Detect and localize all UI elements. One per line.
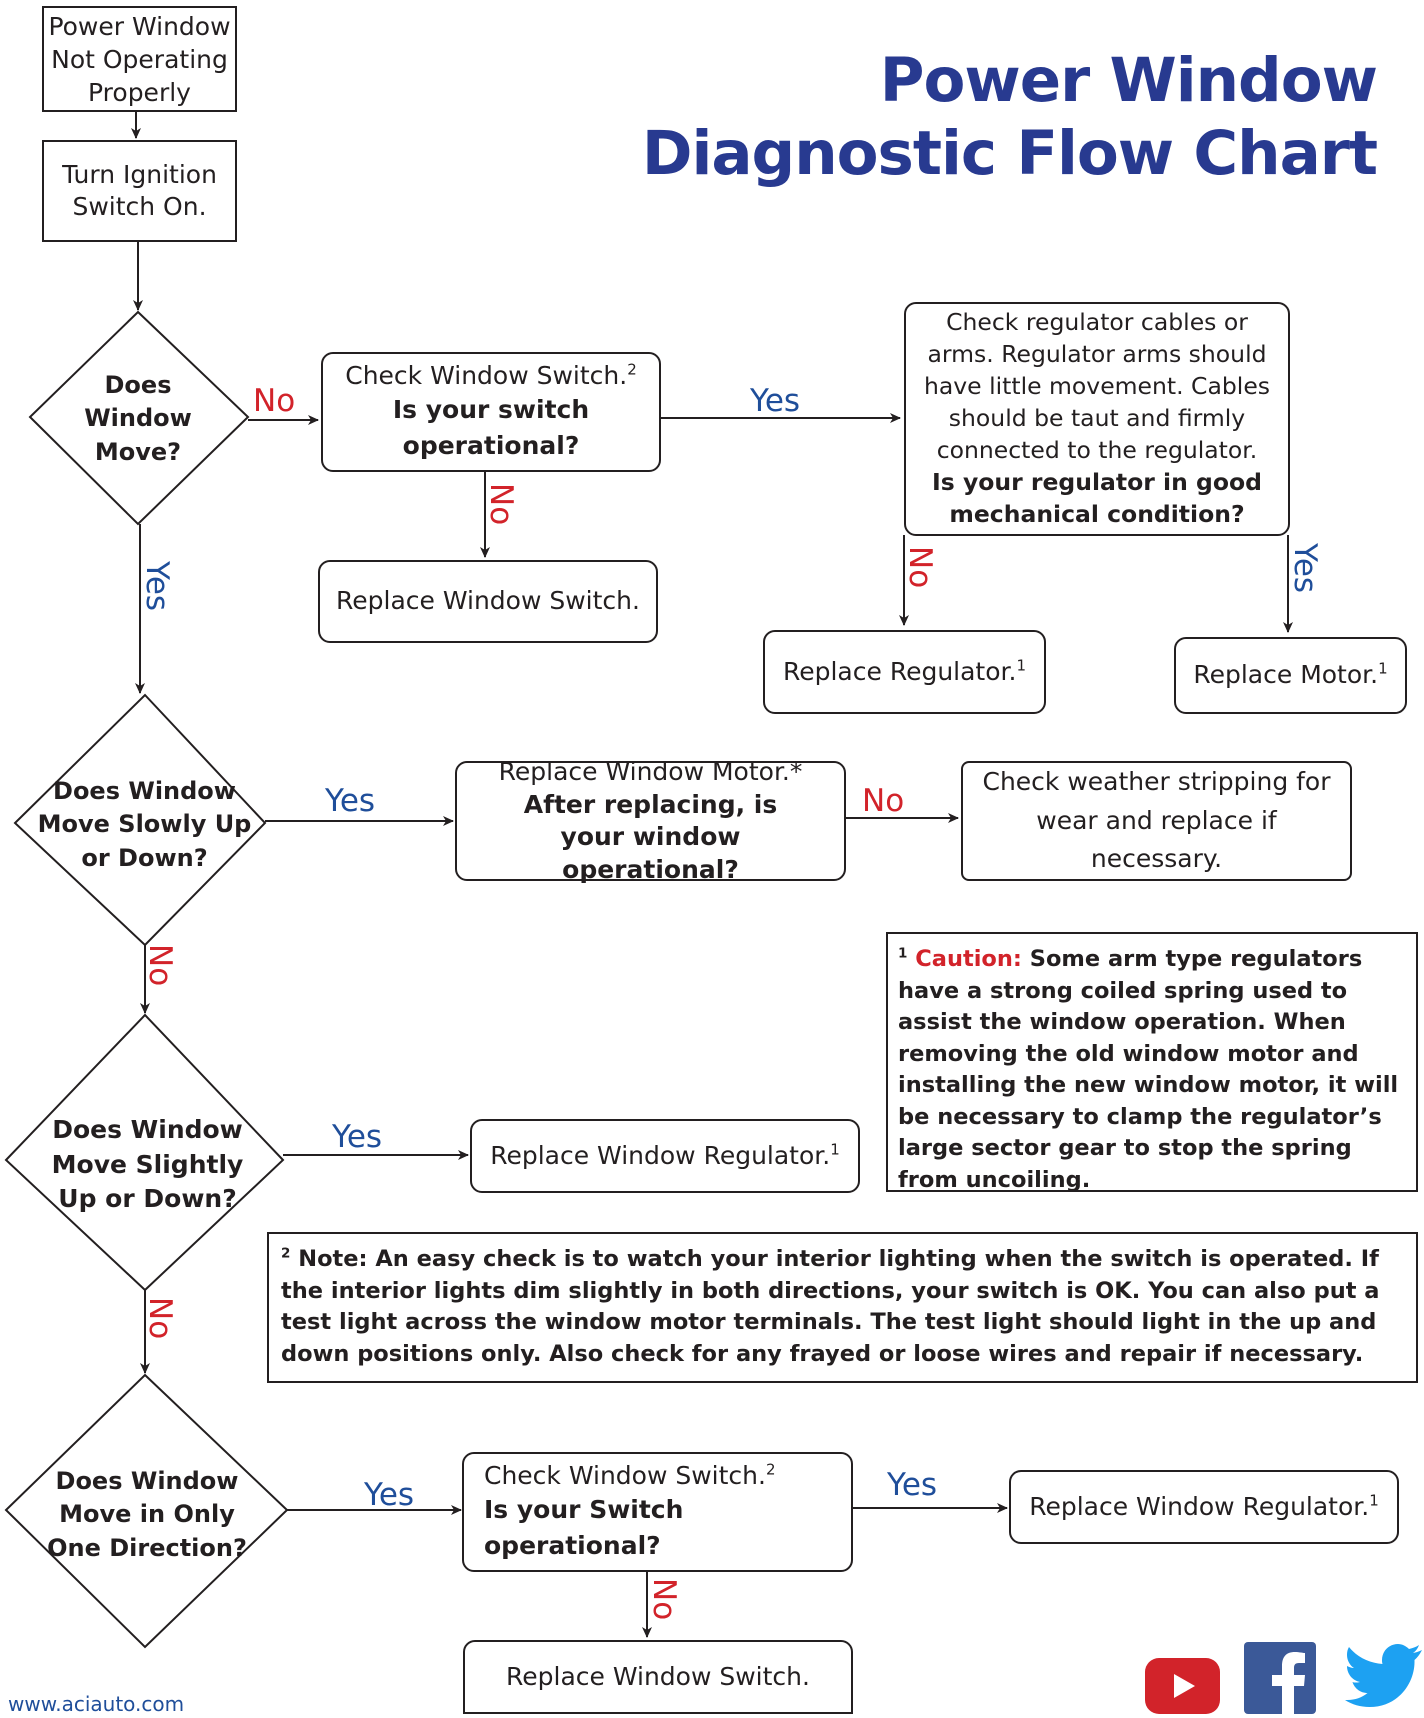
- q-move-slowly: Does Window Move Slowly Up or Down?: [37, 775, 252, 875]
- no-label-slowly: No: [142, 944, 178, 987]
- replace-regulator-text: Replace Regulator.: [782, 656, 1017, 686]
- q-does-window-move: Does Window Move?: [64, 360, 212, 478]
- no-label-switch-2: No: [646, 1578, 682, 1621]
- yes-label-move: Yes: [139, 561, 175, 612]
- replace-switch-1-text: Replace Window Switch.: [336, 586, 640, 616]
- check-switch-2-sup: 2: [765, 1460, 776, 1479]
- weather-strip-box: Check weather stripping for wear and rep…: [961, 761, 1352, 881]
- replace-switch-2-text: Replace Window Switch.: [506, 1661, 810, 1691]
- switch-note: 2 Note: An easy check is to watch your i…: [267, 1232, 1418, 1383]
- title-line-2: Diagnostic Flow Chart: [641, 118, 1378, 190]
- replace-motor-box: Replace Motor.1: [1174, 637, 1407, 714]
- yes-label-regulator: Yes: [1287, 543, 1323, 594]
- facebook-icon[interactable]: [1244, 1642, 1316, 1714]
- check-switch-box-1: Check Window Switch.2 Is your switch ope…: [321, 352, 661, 472]
- q-one-direction: Does Window Move in Only One Direction?: [42, 1458, 252, 1572]
- yes-label-switch-2: Yes: [887, 1467, 938, 1503]
- q-one-direction-text: Does Window Move in Only One Direction?: [47, 1467, 247, 1562]
- replace-window-regulator-box-1: Replace Window Regulator.1: [470, 1119, 860, 1193]
- page-title: Power Window Diagnostic Flow Chart: [641, 44, 1378, 190]
- ignition-node-text: Turn Ignition Switch On.: [62, 159, 217, 222]
- no-label-regulator: No: [902, 546, 938, 589]
- switch-note-number: 2: [281, 1245, 291, 1262]
- diamond-does-window-move: [28, 310, 250, 526]
- check-switch-2-question: Is your Switch operational?: [484, 1495, 684, 1561]
- ignition-node: Turn Ignition Switch On.: [42, 140, 237, 242]
- replace-motor-sup: 1: [1378, 659, 1388, 678]
- diamond-one-direction: [4, 1373, 289, 1649]
- caution-text: Some arm type regulators have a strong c…: [898, 946, 1399, 1193]
- replace-window-regulator-box-2: Replace Window Regulator.1: [1009, 1470, 1399, 1544]
- check-switch-2-line: Check Window Switch.: [484, 1460, 766, 1490]
- replace-regulator-box: Replace Regulator.1: [763, 630, 1046, 714]
- q-move-slightly-text: Does Window Move Slightly Up or Down?: [51, 1115, 244, 1214]
- yes-label-one-direction: Yes: [364, 1477, 415, 1513]
- no-label-switch: No: [483, 483, 519, 526]
- check-regulator-box: Check regulator cables or arms. Regulato…: [904, 302, 1290, 536]
- title-line-1: Power Window: [879, 45, 1378, 116]
- start-node-text: Power Window Not Operating Properly: [48, 11, 231, 107]
- start-node: Power Window Not Operating Properly: [42, 6, 237, 112]
- check-regulator-text: Check regulator cables or arms. Regulato…: [923, 308, 1271, 464]
- footer-url[interactable]: www.aciauto.com: [8, 1692, 185, 1716]
- caution-note: 1 Caution: Some arm type regulators have…: [886, 932, 1418, 1193]
- replace-motor-check-box: Replace Window Motor.* After replacing, …: [455, 757, 846, 884]
- replace-window-regulator-2-text: Replace Window Regulator.: [1029, 1491, 1370, 1521]
- yes-label-switch-ok: Yes: [750, 383, 801, 419]
- replace-switch-box-1: Replace Window Switch.: [318, 560, 658, 643]
- q-move-slightly: Does Window Move Slightly Up or Down?: [30, 1108, 265, 1222]
- check-switch-1-sup: 2: [627, 360, 637, 379]
- check-regulator-question: Is your regulator in good mechanical con…: [932, 467, 1262, 528]
- replace-motor-check-line: Replace Window Motor.*: [498, 757, 803, 786]
- replace-window-regulator-1-text: Replace Window Regulator.: [490, 1140, 831, 1170]
- switch-note-text: Note: An easy check is to watch your int…: [281, 1246, 1380, 1367]
- q-move-slowly-text: Does Window Move Slowly Up or Down?: [37, 777, 252, 872]
- replace-motor-text: Replace Motor.: [1193, 660, 1379, 690]
- replace-window-regulator-2-sup: 1: [1369, 1491, 1379, 1510]
- q-does-window-move-text: Does Window Move?: [84, 371, 192, 466]
- caution-label: Caution:: [915, 946, 1022, 972]
- youtube-icon[interactable]: [1145, 1654, 1220, 1714]
- replace-motor-check-question: After replacing, is your window operatio…: [523, 789, 778, 884]
- no-label-move: No: [253, 383, 296, 419]
- replace-regulator-sup: 1: [1016, 656, 1027, 675]
- check-switch-1-line: Check Window Switch.: [345, 360, 628, 390]
- no-label-motor: No: [862, 783, 905, 819]
- weather-strip-text: Check weather stripping for wear and rep…: [982, 766, 1331, 874]
- caution-note-number: 1: [898, 945, 908, 962]
- check-switch-1-question: Is your switch operational?: [392, 395, 590, 461]
- check-switch-box-2: Check Window Switch.2 Is your Switch ope…: [462, 1452, 853, 1572]
- yes-label-slightly: Yes: [332, 1119, 383, 1155]
- replace-switch-box-2: Replace Window Switch.: [463, 1640, 853, 1714]
- twitter-icon[interactable]: [1345, 1640, 1424, 1714]
- yes-label-slowly: Yes: [325, 783, 376, 819]
- replace-window-regulator-1-sup: 1: [830, 1140, 840, 1159]
- no-label-slightly: No: [142, 1297, 178, 1340]
